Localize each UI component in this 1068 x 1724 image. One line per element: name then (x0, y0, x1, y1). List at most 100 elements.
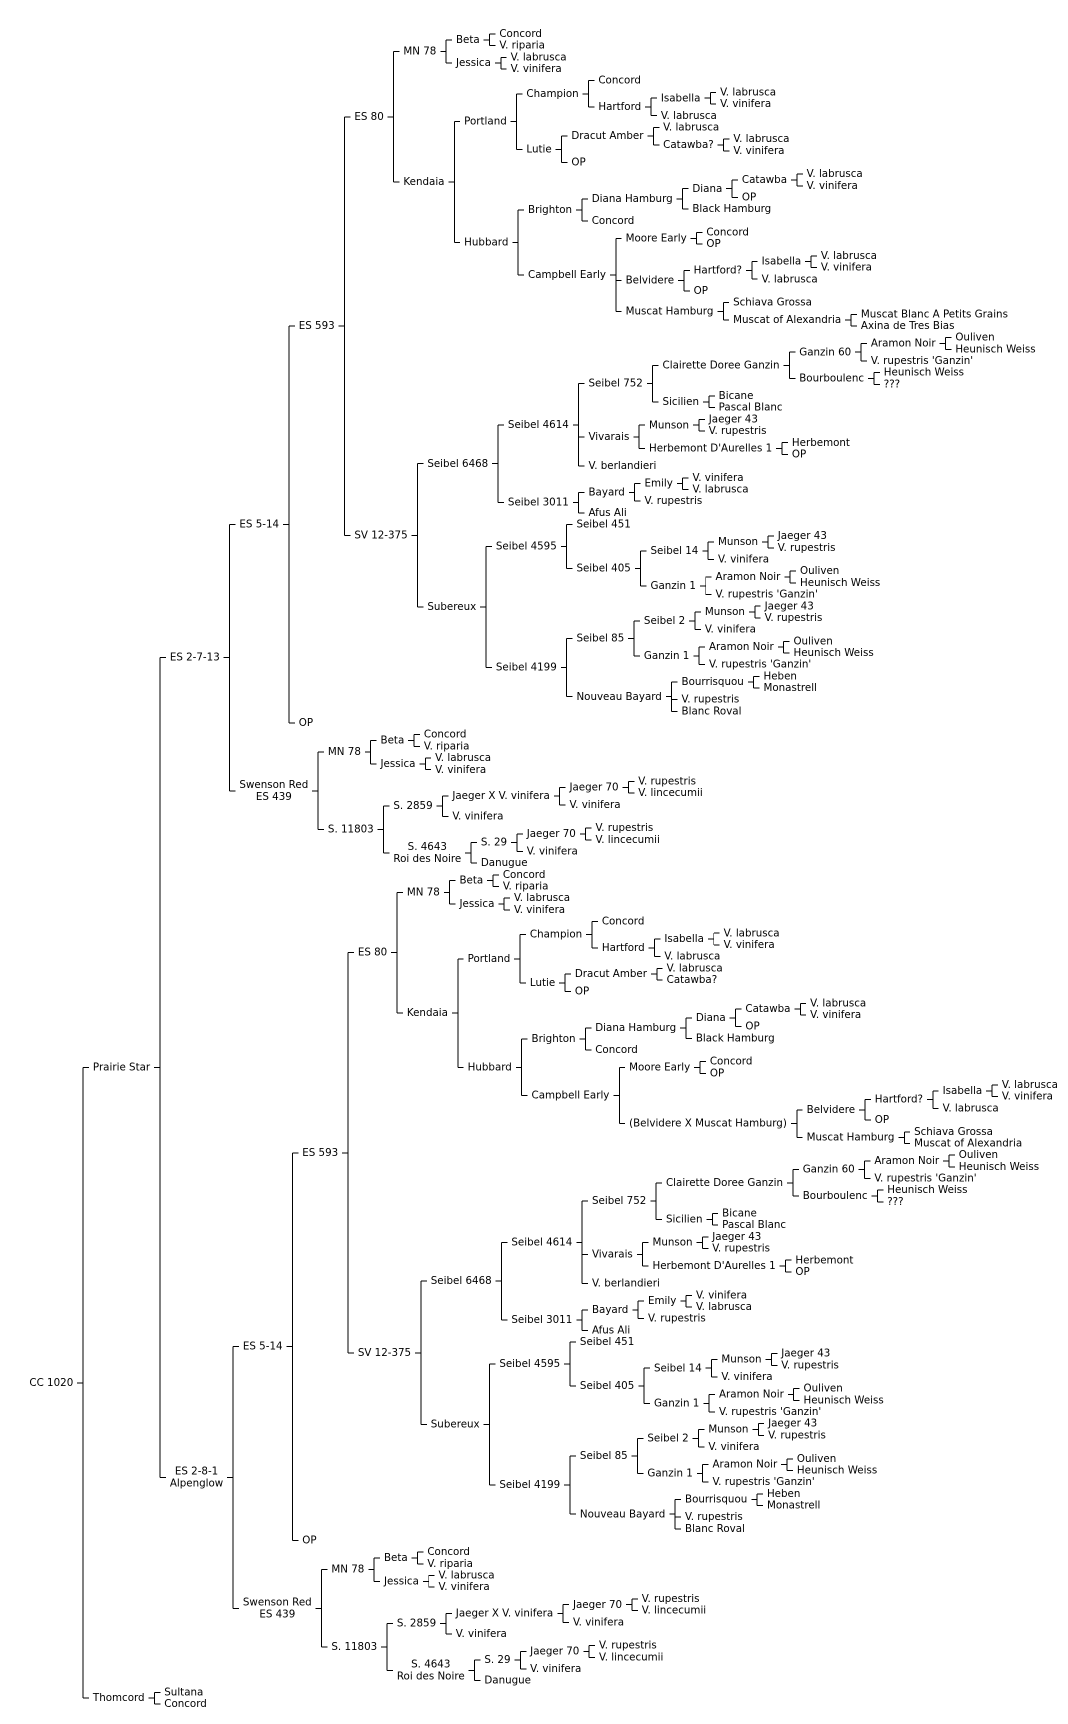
node-muscat-of-alexandria: Muscat of Alexandria (733, 314, 841, 326)
node-herbemont-d-aurelles-1: Herbemont D'Aurelles 1 (649, 443, 772, 455)
node-jaeger-70: Jaeger 70 (529, 1645, 579, 1657)
node-op: OP (745, 1021, 759, 1033)
node-heunisch-weiss: Heunisch Weiss (800, 577, 880, 589)
node-danugue: Danugue (484, 1675, 531, 1687)
node-heunisch-weiss: Heunisch Weiss (955, 343, 1035, 355)
node-moore-early: Moore Early (626, 232, 687, 244)
node-concord: Concord (424, 729, 467, 741)
node-isabella: Isabella (664, 933, 704, 945)
node-v-vinifera: V. vinifera (705, 624, 756, 636)
node-v-labrusca: V. labrusca (821, 250, 877, 262)
node-v-labrusca: V. labrusca (435, 752, 491, 764)
node-op: OP (706, 238, 720, 250)
node-op: OP (299, 717, 313, 729)
node-concord: Concord (499, 28, 542, 40)
node-v-rupestris: V. rupestris (645, 495, 703, 507)
node-v-labrusca: V. labrusca (720, 86, 776, 98)
node-herbemont: Herbemont (795, 1254, 853, 1266)
node-diana: Diana (696, 1012, 726, 1024)
node-es-80: ES 80 (354, 111, 383, 123)
node-v-labrusca: V. labrusca (1002, 1079, 1058, 1091)
node-bicane: Bicane (722, 1207, 757, 1219)
node-v-labrusca: V. labrusca (514, 892, 570, 904)
node-jaeger-43: Jaeger 43 (764, 600, 814, 612)
node-ouliven: Ouliven (955, 332, 994, 344)
node-es-80: ES 80 (358, 947, 387, 959)
node-aramon-noir: Aramon Noir (716, 571, 781, 583)
node-v-rupestris: V. rupestris (712, 1242, 770, 1254)
node-seibel-405: Seibel 405 (576, 562, 630, 574)
node-v-lincecumii: V. lincecumii (596, 834, 660, 846)
node-heunisch-weiss: Heunisch Weiss (959, 1161, 1039, 1173)
node-jaeger-43: Jaeger 43 (777, 530, 827, 542)
node-op: OP (710, 1067, 724, 1079)
node-subereux: Subereux (431, 1418, 480, 1430)
node-v-berlandieri: V. berlandieri (589, 460, 657, 472)
node-catawba: Catawba (742, 174, 787, 186)
node-seibel-6468: Seibel 6468 (431, 1275, 492, 1287)
node-sultana: Sultana (164, 1686, 203, 1698)
node-v-rupestris: V. rupestris (642, 1593, 700, 1605)
node-s-29: S. 29 (484, 1654, 510, 1666)
node-es-5-14: ES 5-14 (243, 1341, 283, 1353)
node-s-11803: S. 11803 (328, 824, 374, 836)
node-v-rupestris-ganzin: V. rupestris 'Ganzin' (719, 1406, 821, 1418)
node-muscat-hamburg: Muscat Hamburg (626, 305, 714, 317)
node-mn-78: MN 78 (331, 1564, 364, 1576)
node-mn-78: MN 78 (407, 886, 440, 898)
node-v-labrusca: V. labrusca (511, 51, 567, 63)
node-ganzin-1: Ganzin 1 (644, 650, 689, 662)
node-ouliven: Ouliven (800, 565, 839, 577)
node-munson: Munson (718, 536, 758, 548)
node-seibel-85: Seibel 85 (576, 632, 624, 644)
node-axina-de-tres-bias: Axina de Tres Bias (861, 320, 955, 332)
node-thomcord: Thomcord (92, 1692, 145, 1704)
node-v-vinifera: V. vinifera (821, 262, 872, 274)
node-v-vinifera: V. vinifera (708, 1441, 759, 1453)
node-mn-78: MN 78 (403, 45, 436, 57)
node-clairette-doree-ganzin: Clairette Doree Ganzin (666, 1177, 783, 1189)
node-isabella: Isabella (661, 92, 701, 104)
node-seibel-14: Seibel 14 (654, 1362, 702, 1374)
node-bourboulenc: Bourboulenc (799, 372, 864, 384)
node-v-rupestris: V. rupestris (638, 775, 696, 787)
node-belvidere: Belvidere (807, 1104, 855, 1116)
node-isabella: Isabella (943, 1085, 983, 1097)
node-beta: Beta (381, 734, 405, 746)
node-pascal-blanc: Pascal Blanc (719, 402, 783, 414)
node-aramon-noir: Aramon Noir (709, 641, 774, 653)
node-op: OP (694, 285, 708, 297)
node-champion: Champion (526, 88, 578, 100)
node-afus-ali: Afus Ali (589, 507, 627, 519)
node-champion: Champion (530, 929, 582, 941)
node-jaeger-x-v-vinifera: Jaeger X V. vinifera (451, 790, 549, 802)
node-kendaia: Kendaia (407, 1007, 448, 1019)
node-s-2859: S. 2859 (393, 800, 432, 812)
node-op: OP (302, 1534, 316, 1546)
node-munson: Munson (652, 1237, 692, 1249)
node-dracut-amber: Dracut Amber (575, 968, 648, 980)
node-heunisch-weiss: Heunisch Weiss (884, 367, 964, 379)
node-jaeger-70: Jaeger 70 (526, 828, 576, 840)
node-ouliven: Ouliven (959, 1149, 998, 1161)
node-nouveau-bayard: Nouveau Bayard (580, 1508, 665, 1520)
node-catawba: Catawba? (663, 139, 714, 151)
node-diana-hamburg: Diana Hamburg (592, 193, 673, 205)
node-monastrell: Monastrell (767, 1499, 820, 1511)
node-aramon-noir: Aramon Noir (712, 1459, 777, 1471)
node-hartford: Hartford (602, 942, 645, 954)
node-v-rupestris: V. rupestris (685, 1511, 743, 1523)
node-clairette-doree-ganzin: Clairette Doree Ganzin (663, 359, 780, 371)
node-op: OP (571, 156, 585, 168)
node-ganzin-1: Ganzin 1 (647, 1467, 692, 1479)
node-v-rupestris: V. rupestris (648, 1313, 706, 1325)
node-seibel-451: Seibel 451 (576, 518, 630, 530)
node-v-labrusca: V. labrusca (807, 168, 863, 180)
node-jaeger-43: Jaeger 43 (767, 1418, 817, 1430)
node-campbell-early: Campbell Early (528, 269, 606, 281)
node-sicilien: Sicilien (663, 396, 699, 408)
node-concord: Concord (503, 869, 546, 881)
